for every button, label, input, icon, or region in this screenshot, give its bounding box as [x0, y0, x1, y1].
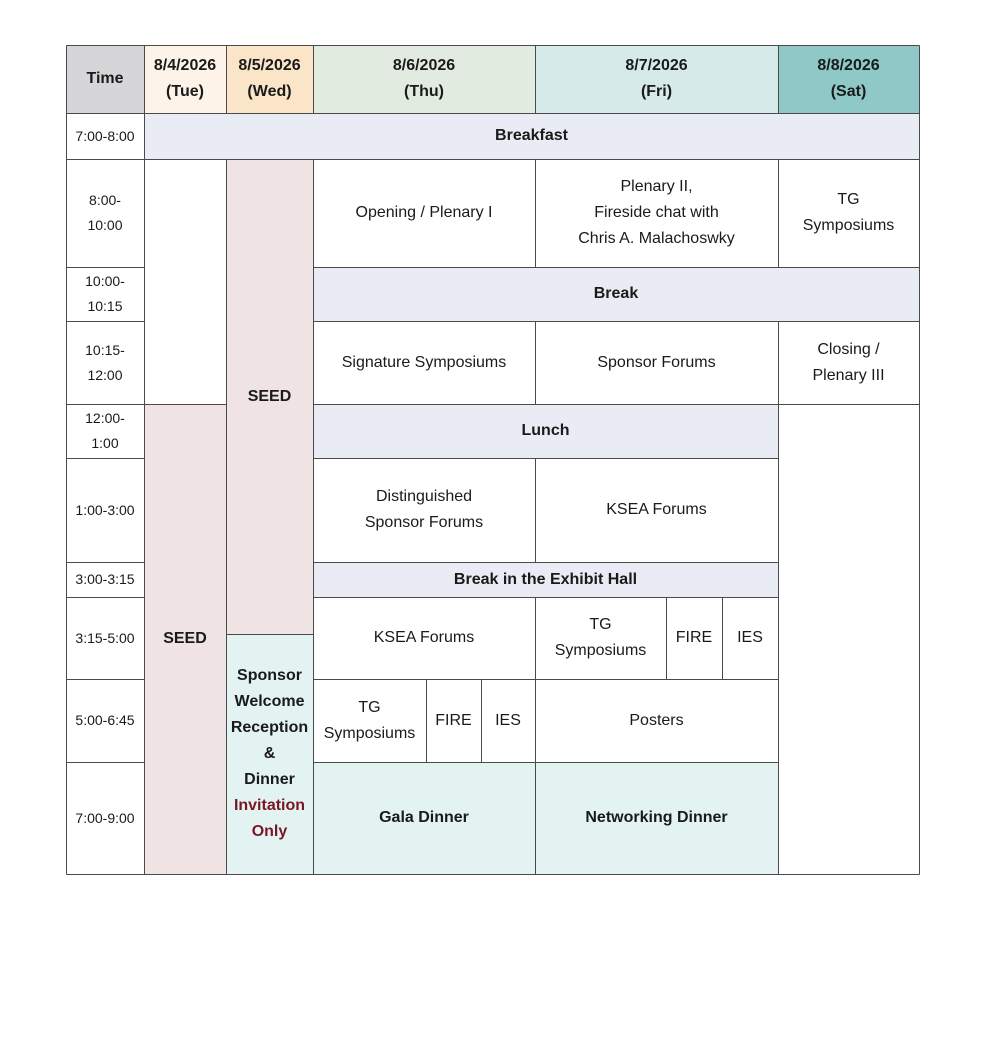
- event-closing-plenary: Closing / Plenary III: [812, 340, 885, 384]
- time-slot: 10:00- 10:15: [85, 273, 125, 314]
- event-break-exhibit-hall: Break in the Exhibit Hall: [313, 562, 778, 597]
- event-tg-symposiums-sat: TG Symposiums: [802, 191, 895, 234]
- event-break: Break: [313, 267, 919, 321]
- header-day-thu: 8/6/2026 (Thu): [313, 45, 535, 113]
- event-fire-thu: FIRE: [435, 711, 472, 729]
- header-time: Time: [66, 45, 144, 113]
- event-lunch: Lunch: [313, 404, 778, 458]
- time-slot: 3:15-5:00: [75, 629, 135, 646]
- event-opening-plenary: Opening / Plenary I: [355, 204, 493, 221]
- event-tg-symposiums-thu: TG Symposiums: [323, 698, 416, 742]
- header-date: 8/6/2026: [392, 57, 456, 74]
- header-day-fri: 8/7/2026 (Fri): [535, 45, 778, 113]
- header-weekday: (Wed): [247, 83, 292, 100]
- event-plenary-fireside: Plenary II, Fireside chat with Chris A. …: [578, 178, 735, 247]
- time-slot: 7:00-9:00: [75, 809, 135, 826]
- event-seed-tue: SEED: [144, 404, 226, 874]
- event-posters: Posters: [629, 711, 684, 729]
- reception-title: Sponsor Welcome Reception & Dinner: [230, 667, 309, 788]
- time-slot: 1:00-3:00: [75, 501, 135, 518]
- event-signature-symposiums: Signature Symposiums: [341, 353, 507, 371]
- event-distinguished-sponsor-forums: Distinguished Sponsor Forums: [364, 488, 484, 531]
- header-day-tue: 8/4/2026 (Tue): [144, 45, 226, 113]
- time-slot: 10:15- 12:00: [85, 341, 125, 383]
- header-day-wed: 8/5/2026 (Wed): [226, 45, 313, 113]
- header-weekday: (Fri): [640, 83, 673, 100]
- event-ksea-forums-fri: KSEA Forums: [606, 501, 707, 518]
- event-sponsor-welcome-reception: Sponsor Welcome Reception & Dinner Invit…: [226, 634, 313, 874]
- event-gala-dinner: Gala Dinner: [313, 762, 535, 874]
- event-fire-fri: FIRE: [675, 629, 713, 646]
- time-slot: 3:00-3:15: [75, 571, 135, 587]
- event-networking-dinner: Networking Dinner: [535, 762, 778, 874]
- event-ksea-forums-thu: KSEA Forums: [373, 629, 475, 646]
- time-slot: 7:00-8:00: [75, 127, 135, 144]
- event-breakfast: Breakfast: [144, 113, 919, 159]
- invitation-only-label: Invitation Only: [233, 797, 306, 840]
- event-tg-symposiums-fri: TG Symposiums: [554, 616, 647, 659]
- header-date: 8/4/2026: [153, 57, 217, 74]
- header-date: 8/5/2026: [238, 57, 301, 74]
- header-weekday: (Sat): [830, 83, 867, 100]
- time-slot: 5:00-6:45: [75, 712, 135, 728]
- event-ies-thu: IES: [495, 711, 521, 729]
- time-slot: 12:00- 1:00: [85, 410, 125, 451]
- header-date: 8/7/2026: [625, 57, 688, 74]
- event-sponsor-forums: Sponsor Forums: [597, 353, 716, 371]
- event-ies-fri: IES: [737, 629, 763, 646]
- header-weekday: (Thu): [404, 83, 444, 100]
- header-date: 8/8/2026: [817, 57, 880, 74]
- header-weekday: (Tue): [166, 83, 204, 100]
- event-seed-wed: SEED: [226, 159, 313, 634]
- time-slot: 8:00- 10:00: [87, 192, 123, 233]
- header-day-sat: 8/8/2026 (Sat): [778, 45, 919, 113]
